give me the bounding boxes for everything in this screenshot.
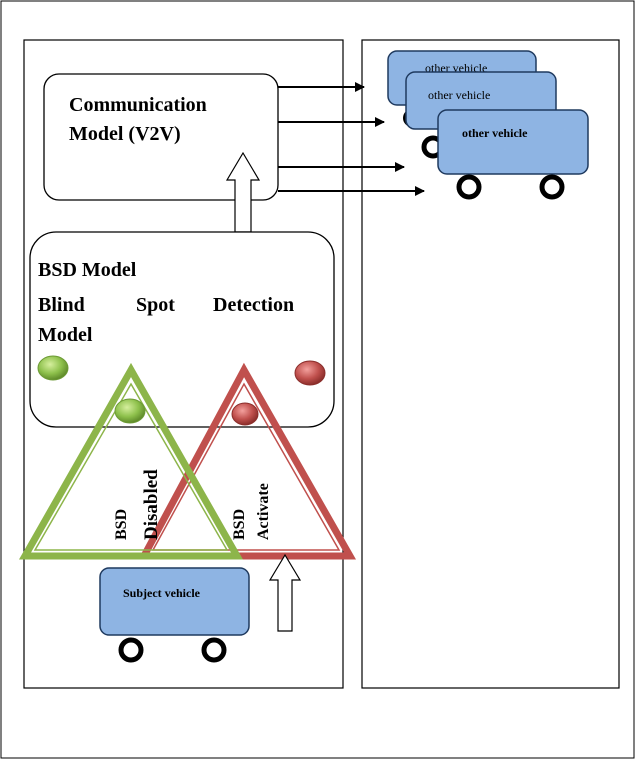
- up-arrow-subject-to-bsd: [268, 553, 302, 632]
- subject-vehicle-wheel-right: [201, 637, 227, 663]
- up-arrow-bsd-to-comm: [225, 151, 261, 233]
- bsd-model-word-detection: Detection: [213, 294, 294, 316]
- subject-vehicle-wheel-left: [118, 637, 144, 663]
- subject-vehicle: Subject vehicle: [99, 567, 250, 663]
- bsd-disabled-triangle-inner: [33, 382, 229, 551]
- bsd-disabled-label-line2: Disabled: [141, 469, 162, 540]
- red-indicator-light: [294, 360, 326, 386]
- red-triangle-light: [231, 402, 259, 426]
- other-vehicle-front-label: other vehicle: [462, 126, 528, 140]
- subject-vehicle-label: Subject vehicle: [123, 586, 201, 600]
- right-panel: [361, 39, 620, 689]
- bsd-model-word-blind: Blind: [38, 294, 85, 316]
- other-vehicle-front-wheel-left: [456, 174, 482, 200]
- left-panel: [23, 39, 344, 689]
- bsd-model-word-model: Model: [38, 324, 93, 346]
- bsd-model-title: BSD Model: [38, 259, 137, 281]
- communication-model-box: [43, 73, 279, 201]
- bsd-activate-triangle-inner: [151, 382, 341, 551]
- green-indicator-light: [37, 355, 69, 381]
- green-triangle-light: [114, 398, 146, 424]
- bsd-model-word-spot: Spot: [136, 294, 175, 316]
- subject-vehicle-body: [99, 567, 250, 636]
- communication-model-line2: Model (V2V): [69, 123, 181, 145]
- communication-model-line1: Communication: [69, 94, 207, 116]
- bsd-activate-triangle: [138, 362, 357, 560]
- other-vehicle-front-wheel-right: [539, 174, 565, 200]
- other-vehicle-middle-label: other vehicle: [428, 88, 490, 102]
- other-vehicle-front-body: [437, 109, 589, 175]
- bsd-activate-label-line2: Activate: [255, 483, 272, 540]
- bsd-model-box: [29, 231, 335, 428]
- bsd-disabled-triangle: [18, 362, 244, 560]
- bsd-disabled-label-line1: BSD: [113, 509, 130, 540]
- other-vehicle-front: other vehicle: [437, 109, 589, 200]
- bsd-activate-label-line1: BSD: [231, 509, 248, 540]
